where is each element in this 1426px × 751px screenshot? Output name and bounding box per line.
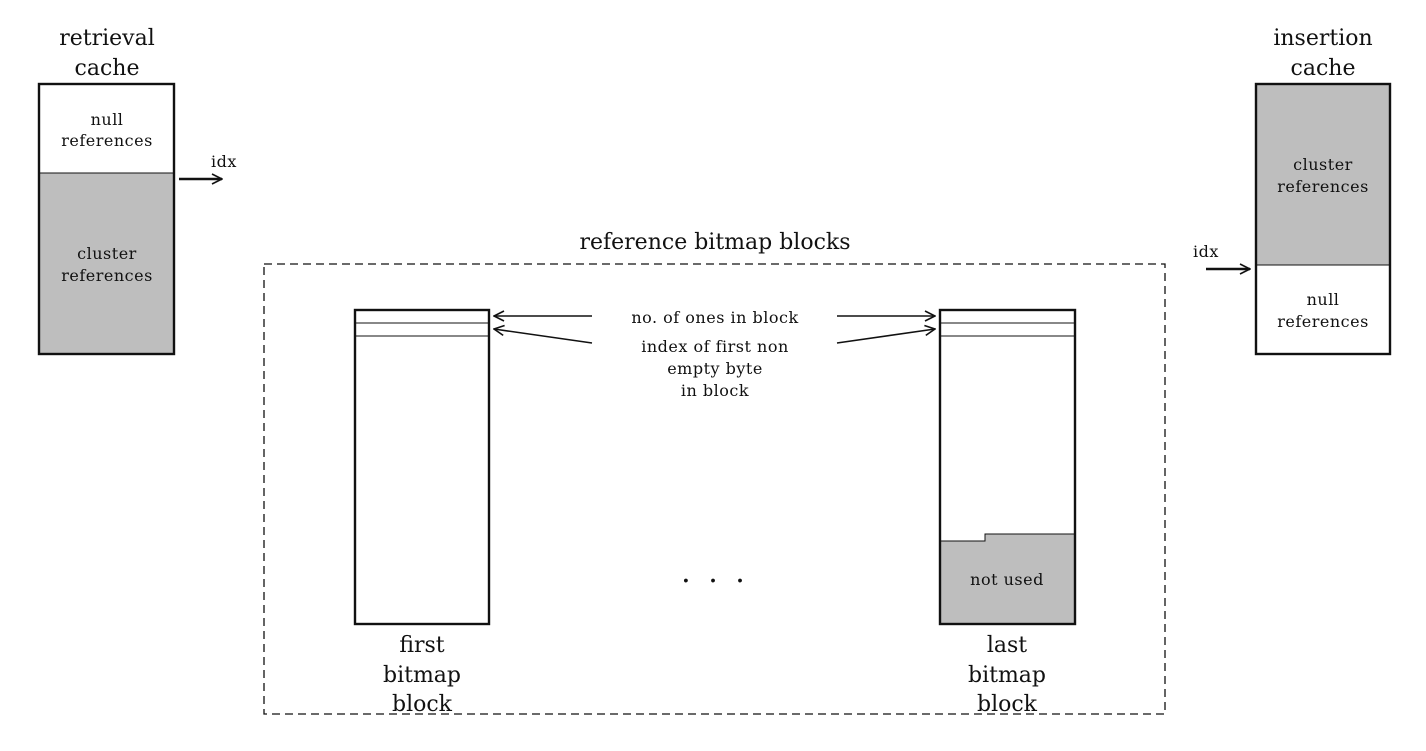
retrieval-cache-cluster-segment (39, 173, 174, 354)
first-bitmap-block-box (353, 308, 491, 626)
insertion-cache-title-line2: cache (1291, 56, 1356, 81)
first-nonempty-arrow-right (836, 329, 935, 344)
last-block-label-line1: last (987, 633, 1027, 658)
retrieval-cache: retrieval cache null references cluster … (37, 26, 237, 356)
retrieval-cache-title-line2: cache (75, 56, 140, 81)
retrieval-cache-cluster-label-line2: references (61, 266, 153, 285)
retrieval-cache-cluster-label-line1: cluster (77, 244, 137, 263)
first-nonempty-arrow-left (494, 329, 593, 344)
retrieval-idx-label: idx (211, 152, 237, 171)
bitmap-region-title: reference bitmap blocks (579, 230, 850, 255)
insertion-idx-label: idx (1193, 242, 1219, 261)
bitmap-region: reference bitmap blocks first bitmap blo… (263, 230, 1166, 717)
first-block-label-line2: bitmap (383, 663, 461, 688)
insertion-cache-null-label-line1: null (1307, 290, 1340, 309)
first-nonempty-label-line2: empty byte (667, 359, 763, 378)
first-bitmap-block: first bitmap block (353, 308, 491, 717)
last-bitmap-block-box (938, 308, 1077, 626)
last-block-label-line2: bitmap (968, 663, 1046, 688)
insertion-cache-box (1254, 82, 1392, 356)
last-block-unused-label: not used (970, 570, 1044, 589)
last-block-unused-area (940, 534, 1075, 624)
insertion-cache-null-label-line2: references (1277, 312, 1369, 331)
first-block-label-line1: first (399, 633, 444, 658)
ellipsis-between-blocks: . . . (681, 555, 749, 590)
last-bitmap-block: not used last bitmap block (938, 308, 1077, 717)
ones-count-label: no. of ones in block (631, 308, 798, 327)
last-block-unused-boundary (940, 533, 1075, 542)
bitmap-region-boundary (263, 263, 1166, 715)
retrieval-cache-null-label-line1: null (91, 110, 124, 129)
insertion-cache-cluster-label-line1: cluster (1293, 155, 1353, 174)
retrieval-cache-title-line1: retrieval (59, 26, 155, 51)
first-nonempty-label-line1: index of first non (641, 337, 789, 356)
insertion-cache-cluster-segment (1256, 84, 1390, 265)
first-block-label-line3: block (392, 692, 453, 717)
first-nonempty-label-line3: in block (681, 381, 749, 400)
retrieval-cache-null-label-line2: references (61, 131, 153, 150)
insertion-cache-cluster-label-line2: references (1277, 177, 1369, 196)
last-block-label-line3: block (977, 692, 1038, 717)
retrieval-cache-box (37, 82, 176, 356)
insertion-cache-title-line1: insertion (1273, 26, 1372, 51)
insertion-cache: insertion cache cluster references null … (1193, 26, 1392, 356)
